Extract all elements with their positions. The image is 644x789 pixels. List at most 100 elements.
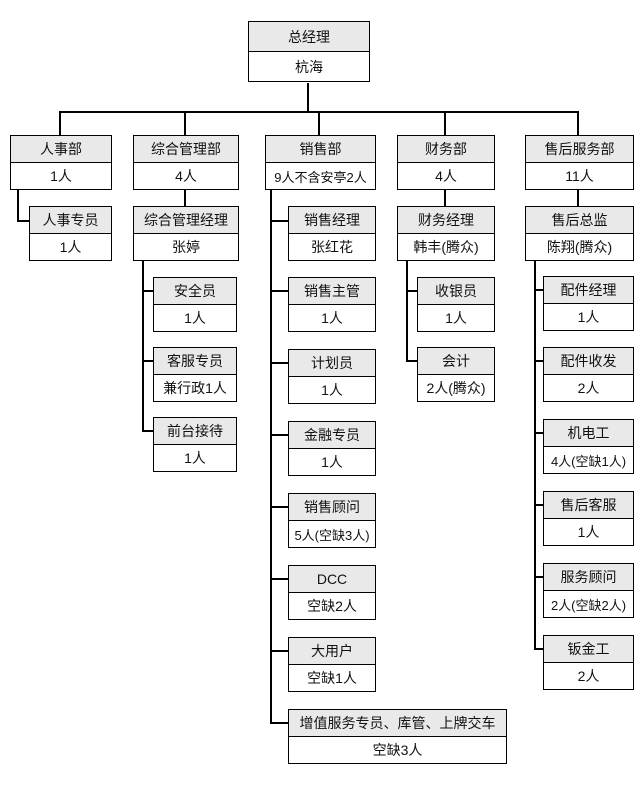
connector-line bbox=[142, 290, 153, 292]
node-title: 钣金工 bbox=[544, 636, 633, 663]
org-node-key-account: 大用户 空缺1人 bbox=[288, 637, 376, 692]
node-title: 配件收发 bbox=[544, 348, 633, 375]
node-value: 1人 bbox=[30, 234, 111, 260]
org-node-service-advisor: 服务顾问 2人(空缺2人) bbox=[543, 563, 634, 618]
node-title: 会计 bbox=[418, 348, 494, 375]
org-node-finance-specialist: 金融专员 1人 bbox=[288, 421, 376, 476]
connector-line bbox=[444, 190, 446, 207]
org-node-finance-manager: 财务经理 韩丰(腾众) bbox=[397, 206, 495, 261]
node-title: 配件经理 bbox=[544, 277, 633, 304]
org-node-ceo: 总经理 杭海 bbox=[248, 21, 370, 82]
connector-line bbox=[184, 111, 186, 136]
node-title: 财务经理 bbox=[398, 207, 494, 234]
node-title: 综合管理经理 bbox=[134, 207, 238, 234]
node-value: 兼行政1人 bbox=[154, 375, 236, 401]
connector-line bbox=[577, 111, 579, 136]
org-node-sales-manager: 销售经理 张红花 bbox=[288, 206, 376, 261]
connector-line bbox=[270, 578, 288, 580]
node-value: 4人 bbox=[398, 163, 494, 189]
connector-line bbox=[270, 434, 288, 436]
node-title: 客服专员 bbox=[154, 348, 236, 375]
node-value: 1人 bbox=[11, 163, 111, 189]
org-node-panel-beater: 钣金工 2人 bbox=[543, 635, 634, 690]
node-value: 1人 bbox=[154, 305, 236, 331]
node-title: 售后客服 bbox=[544, 492, 633, 519]
connector-line bbox=[534, 289, 543, 291]
connector-line bbox=[270, 506, 288, 508]
org-node-dcc: DCC 空缺2人 bbox=[288, 565, 376, 620]
org-node-admin-dept: 综合管理部 4人 bbox=[133, 135, 239, 190]
connector-line bbox=[318, 111, 320, 136]
node-title: 人事专员 bbox=[30, 207, 111, 234]
node-title: 销售经理 bbox=[289, 207, 375, 234]
node-title: 安全员 bbox=[154, 278, 236, 305]
connector-line bbox=[270, 722, 288, 724]
node-title: 收银员 bbox=[418, 278, 494, 305]
connector-line bbox=[184, 190, 186, 207]
org-node-mechanic: 机电工 4人(空缺1人) bbox=[543, 419, 634, 474]
node-value: 1人 bbox=[289, 377, 375, 403]
node-value: 2人 bbox=[544, 663, 633, 689]
node-value: 1人 bbox=[289, 449, 375, 475]
node-value: 5人(空缺3人) bbox=[289, 521, 375, 547]
node-value: 11人 bbox=[526, 163, 633, 189]
node-value: 1人 bbox=[544, 304, 633, 330]
node-value: 4人 bbox=[134, 163, 238, 189]
node-value: 2人 bbox=[544, 375, 633, 401]
node-value: 9人不含安亭2人 bbox=[266, 163, 375, 189]
node-title: 销售部 bbox=[266, 136, 375, 163]
node-title: 综合管理部 bbox=[134, 136, 238, 163]
node-value: 空缺1人 bbox=[289, 665, 375, 691]
connector-line bbox=[534, 360, 543, 362]
node-title: DCC bbox=[289, 566, 375, 593]
org-node-sales-consultant: 销售顾问 5人(空缺3人) bbox=[288, 493, 376, 548]
connector-line bbox=[142, 360, 153, 362]
org-node-aftersales-dept: 售后服务部 11人 bbox=[525, 135, 634, 190]
node-title: 销售主管 bbox=[289, 278, 375, 305]
org-node-hr-specialist: 人事专员 1人 bbox=[29, 206, 112, 261]
connector-line bbox=[270, 362, 288, 364]
node-value: 空缺3人 bbox=[289, 737, 506, 763]
node-value: 1人 bbox=[154, 445, 236, 471]
org-node-admin-manager: 综合管理经理 张婷 bbox=[133, 206, 239, 261]
org-node-vas-group: 增值服务专员、库管、上牌交车 空缺3人 bbox=[288, 709, 507, 764]
org-node-planner: 计划员 1人 bbox=[288, 349, 376, 404]
node-value: 1人 bbox=[289, 305, 375, 331]
connector-line bbox=[534, 648, 543, 650]
node-value: 4人(空缺1人) bbox=[544, 447, 633, 473]
node-title: 前台接待 bbox=[154, 418, 236, 445]
org-node-cs-specialist: 客服专员 兼行政1人 bbox=[153, 347, 237, 402]
node-title: 服务顾问 bbox=[544, 564, 633, 591]
org-node-parts-manager: 配件经理 1人 bbox=[543, 276, 634, 331]
node-value: 1人 bbox=[418, 305, 494, 331]
org-node-safety-officer: 安全员 1人 bbox=[153, 277, 237, 332]
node-title: 计划员 bbox=[289, 350, 375, 377]
node-value: 张婷 bbox=[134, 234, 238, 260]
node-title: 售后服务部 bbox=[526, 136, 633, 163]
connector-line bbox=[17, 190, 19, 221]
node-value: 2人(腾众) bbox=[418, 375, 494, 401]
connector-line bbox=[270, 220, 288, 222]
connector-line bbox=[406, 261, 408, 362]
connector-line bbox=[17, 220, 29, 222]
org-node-cashier: 收银员 1人 bbox=[417, 277, 495, 332]
node-value: 2人(空缺2人) bbox=[544, 591, 633, 617]
node-title: 财务部 bbox=[398, 136, 494, 163]
connector-line bbox=[270, 190, 272, 724]
node-title: 人事部 bbox=[11, 136, 111, 163]
node-title: 大用户 bbox=[289, 638, 375, 665]
connector-line bbox=[142, 430, 153, 432]
node-title: 销售顾问 bbox=[289, 494, 375, 521]
node-title: 增值服务专员、库管、上牌交车 bbox=[289, 710, 506, 737]
node-value: 空缺2人 bbox=[289, 593, 375, 619]
org-node-parts-clerk: 配件收发 2人 bbox=[543, 347, 634, 402]
node-value: 陈翔(腾众) bbox=[526, 234, 633, 260]
connector-line bbox=[444, 111, 446, 136]
org-node-aftersales-cs: 售后客服 1人 bbox=[543, 491, 634, 546]
connector-line bbox=[534, 261, 536, 650]
org-node-aftersales-director: 售后总监 陈翔(腾众) bbox=[525, 206, 634, 261]
org-node-sales-dept: 销售部 9人不含安亭2人 bbox=[265, 135, 376, 190]
node-title: 机电工 bbox=[544, 420, 633, 447]
node-title: 售后总监 bbox=[526, 207, 633, 234]
